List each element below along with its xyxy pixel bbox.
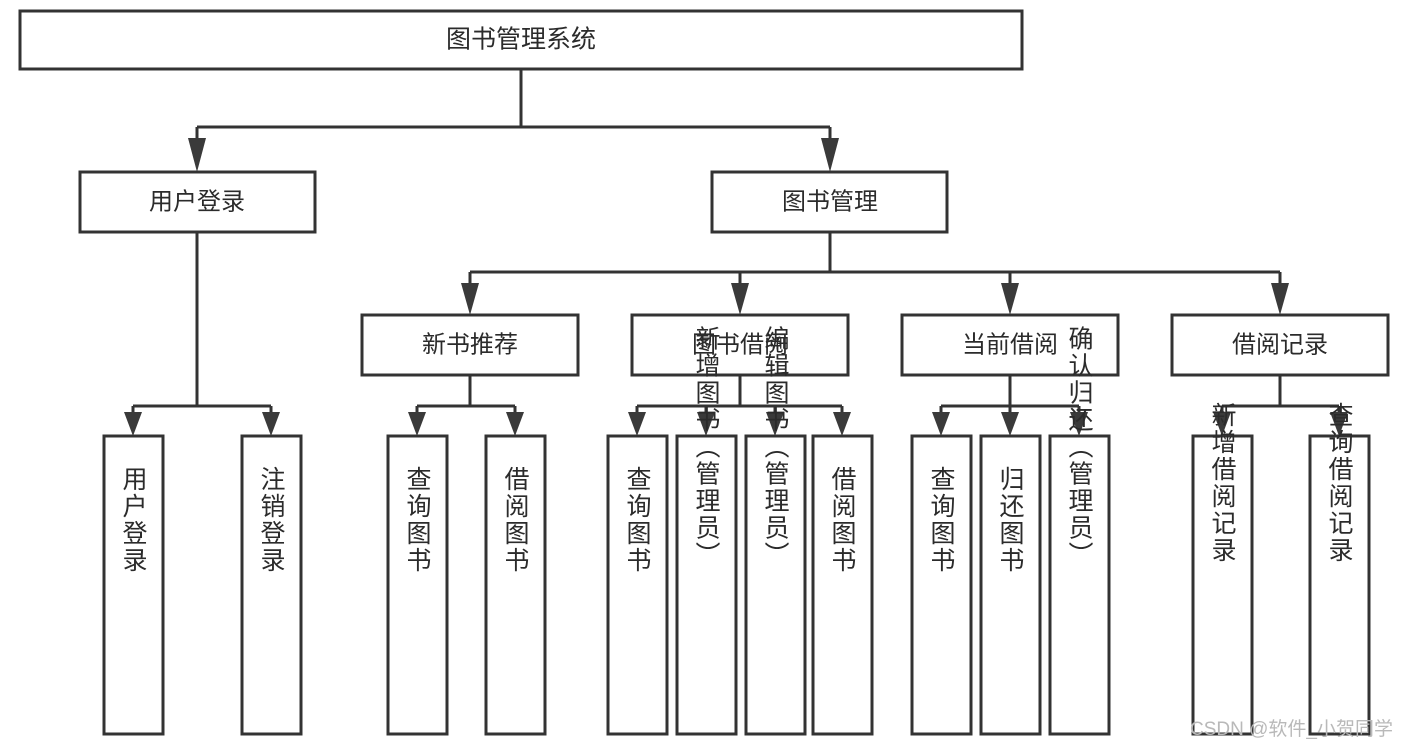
connector-book-manage-to-level3 (461, 232, 1289, 315)
node-leaf-rec-borrow-box[interactable] (484, 434, 547, 736)
arrow-head-leaf-rec-search (1330, 412, 1348, 436)
node-leaf-borrow-query[interactable]: 查询图书 (606, 434, 669, 736)
node-leaf-borrow-query-box[interactable] (606, 434, 669, 736)
arrow-head-leaf-user-logout (262, 412, 280, 436)
connector-new-book-rec-to-leaves (408, 375, 524, 436)
node-book-borrow[interactable]: 图书借阅 (630, 313, 850, 377)
node-borrow-record-label: 借阅记录 (1232, 331, 1328, 358)
node-root-label: 图书管理系统 (446, 26, 596, 54)
arrow-head-book-borrow (731, 283, 749, 315)
node-user-login-box[interactable] (78, 170, 317, 234)
node-current-borrow-box[interactable] (900, 313, 1120, 377)
node-book-manage-box[interactable] (710, 170, 949, 234)
node-book-manage-label: 图书管理 (782, 188, 878, 215)
arrow-head-leaf-user-login (124, 412, 142, 436)
connector-borrow-record-to-leaves (1213, 375, 1348, 436)
node-leaf-borrow-lend-label: 借阅图书 (828, 466, 857, 574)
node-leaf-rec-add-box[interactable] (1191, 434, 1254, 736)
arrow-head-new-book-rec (461, 283, 479, 315)
node-leaf-rec-borrow-label: 借阅图书 (501, 466, 530, 574)
node-leaf-borrow-add-label: 新增图书（管理员） (692, 326, 721, 569)
node-leaf-cur-query[interactable]: 查询图书 (910, 434, 973, 736)
node-leaf-user-login-label: 用户登录 (119, 466, 148, 574)
arrow-head-user-login (188, 138, 206, 172)
node-new-book-rec-box[interactable] (360, 313, 580, 377)
node-user-login-label: 用户登录 (149, 188, 245, 215)
node-leaf-borrow-edit-box[interactable] (744, 434, 807, 736)
arrow-head-borrow-record (1271, 283, 1289, 315)
arrow-head-leaf-rec-borrow (506, 412, 524, 436)
node-leaf-cur-return-label: 归还图书 (996, 466, 1025, 574)
arrow-head-leaf-borrow-lend (833, 412, 851, 436)
arrow-head-leaf-cur-confirm (1070, 412, 1088, 436)
arrow-head-leaf-cur-query (932, 412, 950, 436)
connector-root-to-level2 (188, 69, 839, 172)
node-new-book-rec-label: 新书推荐 (422, 331, 518, 358)
node-leaf-cur-query-box[interactable] (910, 434, 973, 736)
node-root[interactable]: 图书管理系统 (18, 9, 1024, 71)
node-leaf-rec-search-label: 查询借阅记录 (1325, 402, 1354, 564)
node-leaf-cur-confirm[interactable]: 确认归还（管理员） (1048, 326, 1111, 736)
node-leaf-user-logout-label: 注销登录 (257, 466, 286, 574)
node-leaf-rec-query[interactable]: 查询图书 (386, 434, 449, 736)
node-leaf-user-login[interactable]: 用户登录 (102, 434, 165, 736)
node-book-borrow-label: 图书借阅 (692, 331, 788, 358)
node-leaf-rec-add-label: 新增借阅记录 (1208, 402, 1237, 564)
node-leaf-borrow-lend-box[interactable] (811, 434, 874, 736)
node-leaf-rec-query-label: 查询图书 (403, 466, 432, 574)
node-new-book-rec[interactable]: 新书推荐 (360, 313, 580, 377)
node-leaf-cur-query-label: 查询图书 (927, 466, 956, 574)
node-leaf-cur-confirm-label: 确认归还（管理员） (1065, 326, 1094, 569)
arrow-head-leaf-borrow-edit (766, 412, 784, 436)
node-leaf-borrow-lend[interactable]: 借阅图书 (811, 434, 874, 736)
node-leaf-user-login-box[interactable] (102, 434, 165, 736)
node-leaf-cur-return-box[interactable] (979, 434, 1042, 736)
arrow-head-current-borrow (1001, 283, 1019, 315)
node-leaf-rec-search[interactable]: 查询借阅记录 (1308, 402, 1371, 736)
node-current-borrow[interactable]: 当前借阅 (900, 313, 1120, 377)
node-book-manage[interactable]: 图书管理 (710, 170, 949, 234)
node-leaf-rec-borrow[interactable]: 借阅图书 (484, 434, 547, 736)
connector-current-borrow-to-leaves (932, 375, 1088, 436)
node-leaf-user-logout-box[interactable] (240, 434, 303, 736)
node-leaf-rec-query-box[interactable] (386, 434, 449, 736)
node-root-box[interactable] (18, 9, 1024, 71)
arrow-head-leaf-borrow-add (697, 412, 715, 436)
arrow-head-book-manage (821, 138, 839, 172)
node-leaf-borrow-edit[interactable]: 编辑图书（管理员） (744, 326, 807, 736)
node-leaf-user-logout[interactable]: 注销登录 (240, 434, 303, 736)
node-user-login[interactable]: 用户登录 (78, 170, 317, 234)
arrow-head-leaf-cur-return (1001, 412, 1019, 436)
node-leaf-borrow-add[interactable]: 新增图书（管理员） (675, 326, 738, 736)
node-leaf-borrow-edit-label: 编辑图书（管理员） (761, 326, 790, 569)
node-leaf-rec-search-box[interactable] (1308, 434, 1371, 736)
connector-book-borrow-to-leaves (628, 375, 851, 436)
arrow-head-leaf-rec-add (1213, 412, 1231, 436)
connector-user-login-to-leaves (124, 232, 280, 436)
arrow-head-leaf-borrow-query (628, 412, 646, 436)
node-borrow-record-box[interactable] (1170, 313, 1390, 377)
node-leaf-cur-return[interactable]: 归还图书 (979, 434, 1042, 736)
node-current-borrow-label: 当前借阅 (962, 331, 1058, 358)
node-leaf-borrow-query-label: 查询图书 (623, 466, 652, 574)
node-leaf-borrow-add-box[interactable] (675, 434, 738, 736)
node-book-borrow-box[interactable] (630, 313, 850, 377)
node-leaf-rec-add[interactable]: 新增借阅记录 (1191, 402, 1254, 736)
node-borrow-record[interactable]: 借阅记录 (1170, 313, 1390, 377)
arrow-head-leaf-rec-query (408, 412, 426, 436)
node-leaf-cur-confirm-box[interactable] (1048, 434, 1111, 736)
